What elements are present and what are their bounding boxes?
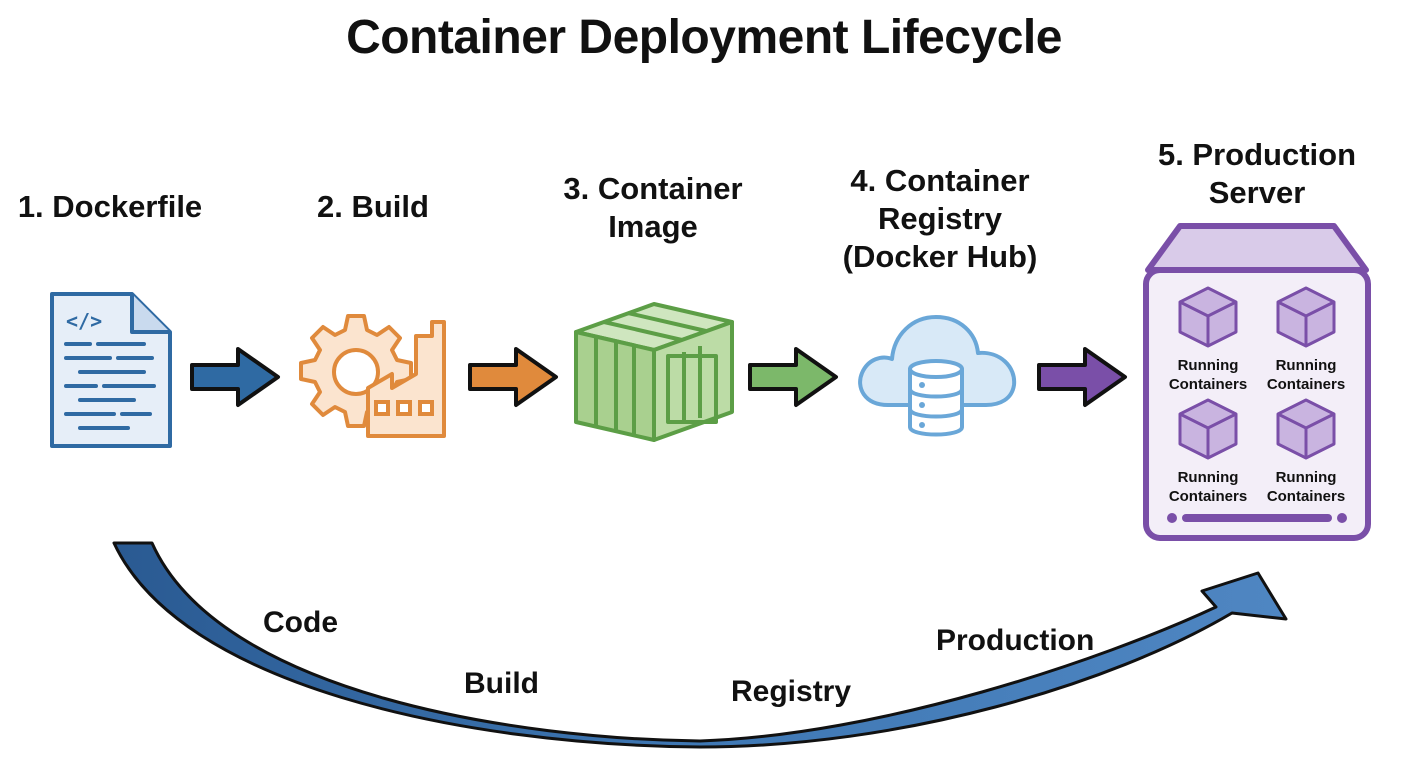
flow-label-production: Production <box>936 624 1095 657</box>
stage-label-dockerfile: 1. Dockerfile <box>17 189 203 224</box>
arrow-4-to-5 <box>1037 347 1127 407</box>
stage-label-container-image: 3. Container Image <box>563 171 743 244</box>
arrow-1-to-2 <box>190 347 280 407</box>
cloud-database-icon <box>858 315 1017 437</box>
svg-text:</>: </> <box>66 309 102 333</box>
gear-factory-icon <box>299 314 446 438</box>
stage-label-build: 2. Build <box>317 189 429 224</box>
lifecycle-flow-arrow <box>112 541 1288 749</box>
running-containers-label: Running Containers <box>1168 357 1248 393</box>
arrow-2-to-3 <box>468 347 558 407</box>
code-document-icon: </> <box>50 292 172 448</box>
server-icon <box>1143 223 1371 541</box>
diagram-title: Container Deployment Lifecycle <box>346 11 1062 64</box>
running-containers-label: Running Containers <box>1266 357 1346 393</box>
flow-label-registry: Registry <box>731 675 852 708</box>
stage-label-container-registry: 4. Container Registry (Docker Hub) <box>842 163 1038 274</box>
stage-label-production-server: 5. Production Server <box>1157 137 1357 210</box>
running-containers-label: Running Containers <box>1266 469 1346 505</box>
flow-label-code: Code <box>263 606 338 639</box>
production-server: Running Containers Running Containers Ru… <box>1142 222 1372 542</box>
shipping-container-icon <box>574 302 734 442</box>
arrow-3-to-4 <box>748 347 838 407</box>
running-containers-label: Running Containers <box>1168 469 1248 505</box>
flow-label-build: Build <box>464 667 539 700</box>
